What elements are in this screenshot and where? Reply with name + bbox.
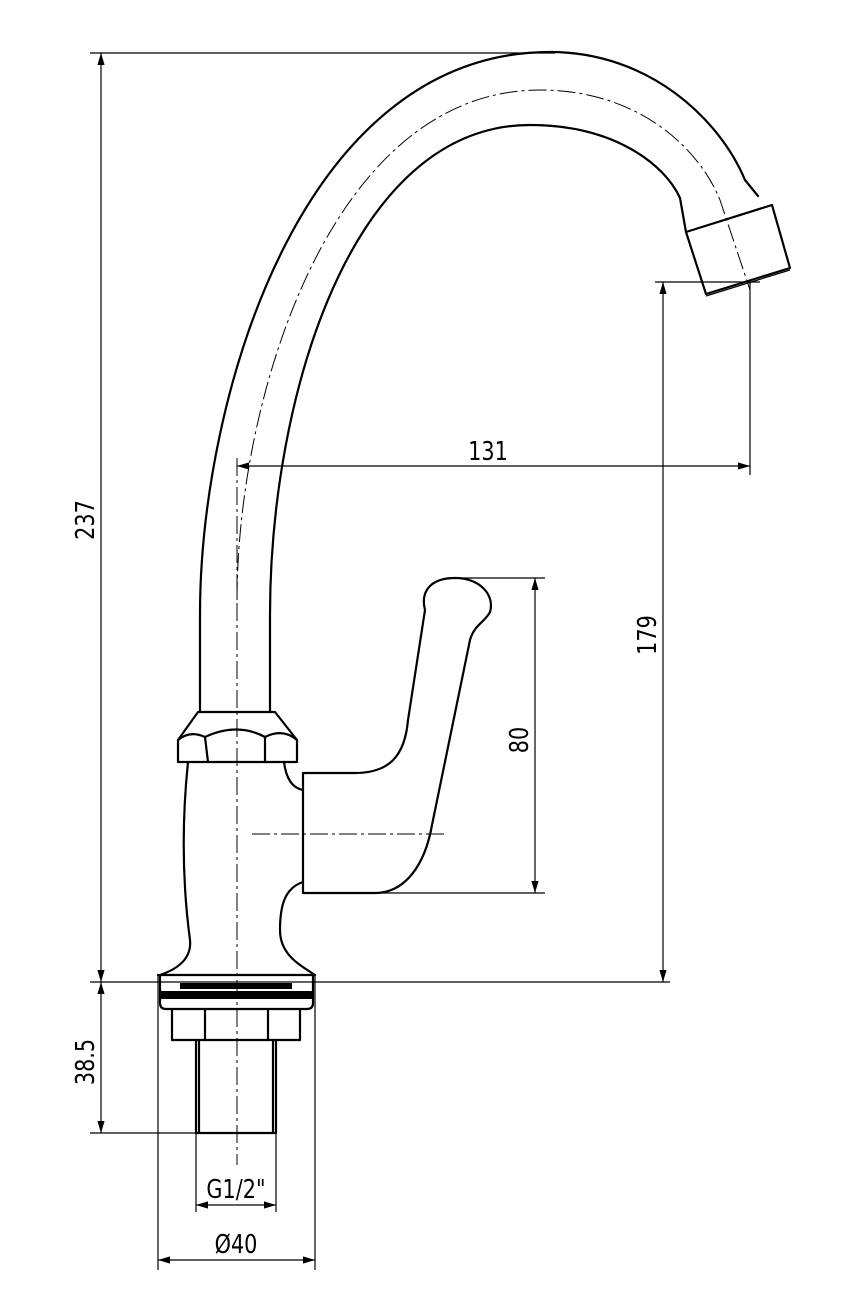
- shank: [194, 1038, 278, 1135]
- dimension-lines: [90, 52, 760, 1270]
- lever-handle: [252, 576, 493, 895]
- dim-179: 179: [632, 615, 663, 655]
- dim-diameter: Ø40: [215, 1229, 258, 1260]
- aerator-nozzle: [684, 203, 792, 296]
- hex-nut: [176, 710, 299, 764]
- dim-38-5: 38.5: [70, 1039, 101, 1085]
- mounting-nut: [170, 1007, 302, 1042]
- dim-131: 131: [468, 436, 508, 467]
- dim-thread: G1/2": [206, 1174, 265, 1205]
- spout: [198, 50, 792, 714]
- gasket-upper: [180, 983, 292, 989]
- dim-80: 80: [504, 727, 535, 753]
- dimension-labels: 237 131 179 80 38.5 G1/2" Ø40: [70, 436, 663, 1260]
- dim-237: 237: [70, 500, 101, 540]
- body: [158, 760, 317, 977]
